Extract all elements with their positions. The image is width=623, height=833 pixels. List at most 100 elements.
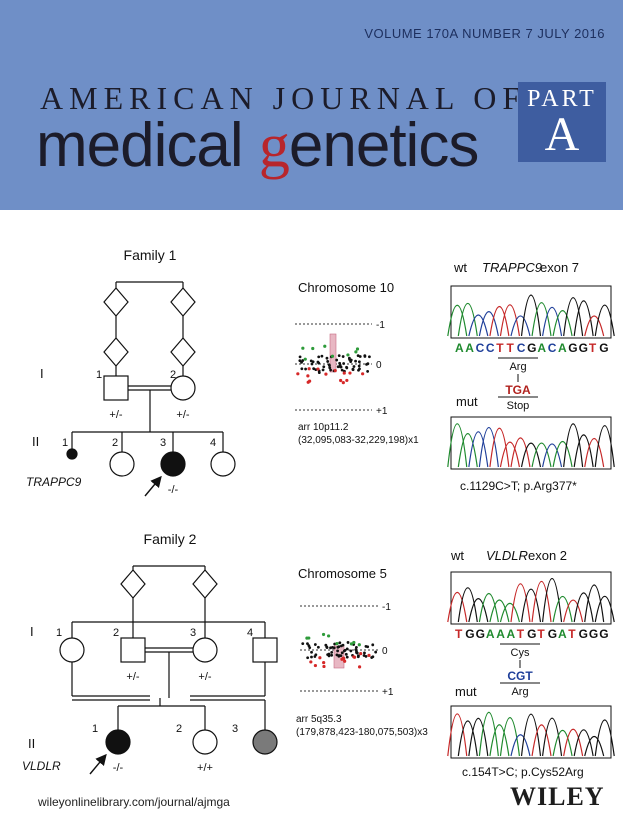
variant-notation: c.1129C>T; p.Arg377* — [460, 479, 577, 493]
female-circle — [192, 637, 218, 663]
probe-point — [330, 653, 334, 657]
probe-point — [348, 358, 351, 361]
probe-point — [310, 362, 314, 366]
probe-point — [364, 644, 368, 648]
probe-point — [348, 371, 352, 375]
probe-point — [340, 651, 344, 655]
ancestor-diamond — [192, 569, 218, 599]
generation-label: I — [30, 624, 34, 639]
probe-point — [357, 360, 361, 364]
part-label: PART — [527, 86, 597, 112]
probe-point — [316, 360, 320, 364]
chromatogram-peak — [573, 592, 594, 623]
chromatogram-peak — [552, 441, 573, 468]
probe-point — [336, 365, 340, 369]
chromatogram-peak — [489, 599, 510, 623]
wt-amino-acid: Arg — [509, 361, 526, 373]
probe-point — [344, 652, 348, 656]
probe-point — [333, 642, 337, 646]
probe-point — [329, 646, 332, 650]
chromatogram-peak — [594, 425, 615, 468]
probe-point — [357, 368, 360, 372]
individual-number: 2 — [176, 723, 182, 735]
affected-female-circle — [160, 451, 186, 477]
mut-label: mut — [455, 684, 477, 699]
genotype-label: +/+ — [197, 762, 213, 774]
chromatogram-peak — [478, 311, 499, 337]
genotype-label: -/- — [168, 484, 179, 496]
probe-point — [335, 358, 339, 362]
chromatogram-peak — [541, 717, 563, 757]
chromatogram-peak — [584, 315, 605, 337]
probe-point — [338, 641, 342, 645]
arr-coordinates: (179,878,423-180,075,503)x3 — [296, 727, 428, 738]
sequence-base: A — [455, 341, 464, 355]
chromatogram-peak — [520, 442, 542, 468]
probe-point — [301, 359, 305, 362]
proband-arrow — [89, 753, 107, 775]
chromatogram-peak — [541, 306, 563, 337]
probe-point — [327, 363, 331, 367]
individual-number: 2 — [170, 369, 176, 381]
chromatogram-peak — [468, 598, 489, 623]
sequence-base: T — [589, 341, 597, 355]
chromatogram-peak — [531, 442, 552, 468]
probe-point — [340, 657, 344, 661]
probe-point — [306, 374, 310, 378]
probe-point — [361, 372, 365, 376]
probe-point — [352, 365, 356, 368]
sequence-base: C — [548, 341, 557, 355]
chromatogram-peak — [563, 423, 584, 468]
probe-point — [324, 643, 328, 647]
probe-point — [341, 355, 345, 358]
chromatogram-peak — [541, 443, 563, 468]
chromatogram-peak — [447, 591, 468, 623]
chromatogram-peak — [478, 592, 499, 623]
probe-point — [321, 632, 326, 637]
probe-point — [310, 650, 313, 654]
arr-coordinates: (32,095,083-32,229,198)x1 — [298, 435, 419, 446]
probe-point — [307, 644, 311, 648]
journal-url[interactable]: wileyonlinelibrary.com/journal/ajmga — [38, 795, 230, 809]
sequence-base: G — [465, 627, 474, 641]
probe-point — [307, 636, 311, 640]
mut-amino-acid: Arg — [511, 686, 528, 698]
probe-scatter — [301, 632, 378, 669]
probe-point — [366, 370, 370, 373]
generation-label: I — [40, 366, 44, 381]
chromatogram-peak — [468, 431, 489, 468]
sequence-base: C — [517, 341, 526, 355]
probe-point — [321, 368, 325, 372]
chromatogram-peak — [552, 730, 573, 757]
probe-point — [304, 367, 307, 371]
chromatogram-peak — [499, 602, 520, 623]
probe-point — [327, 634, 331, 638]
mut-label: mut — [456, 394, 478, 409]
probe-point — [322, 365, 326, 369]
affected-female-circle — [105, 729, 131, 755]
chromatogram-peak — [457, 302, 478, 337]
probe-point — [324, 372, 328, 376]
sequence-base: T — [496, 341, 504, 355]
generation-label: II — [28, 736, 35, 751]
sequence-base: G — [589, 627, 598, 641]
chromatogram-peak — [489, 427, 510, 468]
probe-point — [351, 368, 355, 372]
probe-point — [345, 365, 348, 369]
ancestor-diamond — [103, 337, 129, 367]
arr-notation: arr 5q35.3 — [296, 714, 342, 725]
sequence-exon: exon 2 — [528, 548, 567, 563]
chromatogram-frame — [450, 285, 612, 339]
probe-point — [354, 648, 358, 652]
chromatogram-peak — [510, 583, 531, 623]
axis-label: +1 — [376, 406, 388, 417]
chromatogram-peak — [594, 719, 615, 757]
chromatogram-peak — [510, 315, 531, 337]
probe-point — [342, 371, 346, 375]
sequence-base: C — [486, 341, 495, 355]
chromatogram-peak — [478, 711, 499, 757]
probe-point — [312, 367, 316, 371]
probe-point — [322, 664, 326, 669]
